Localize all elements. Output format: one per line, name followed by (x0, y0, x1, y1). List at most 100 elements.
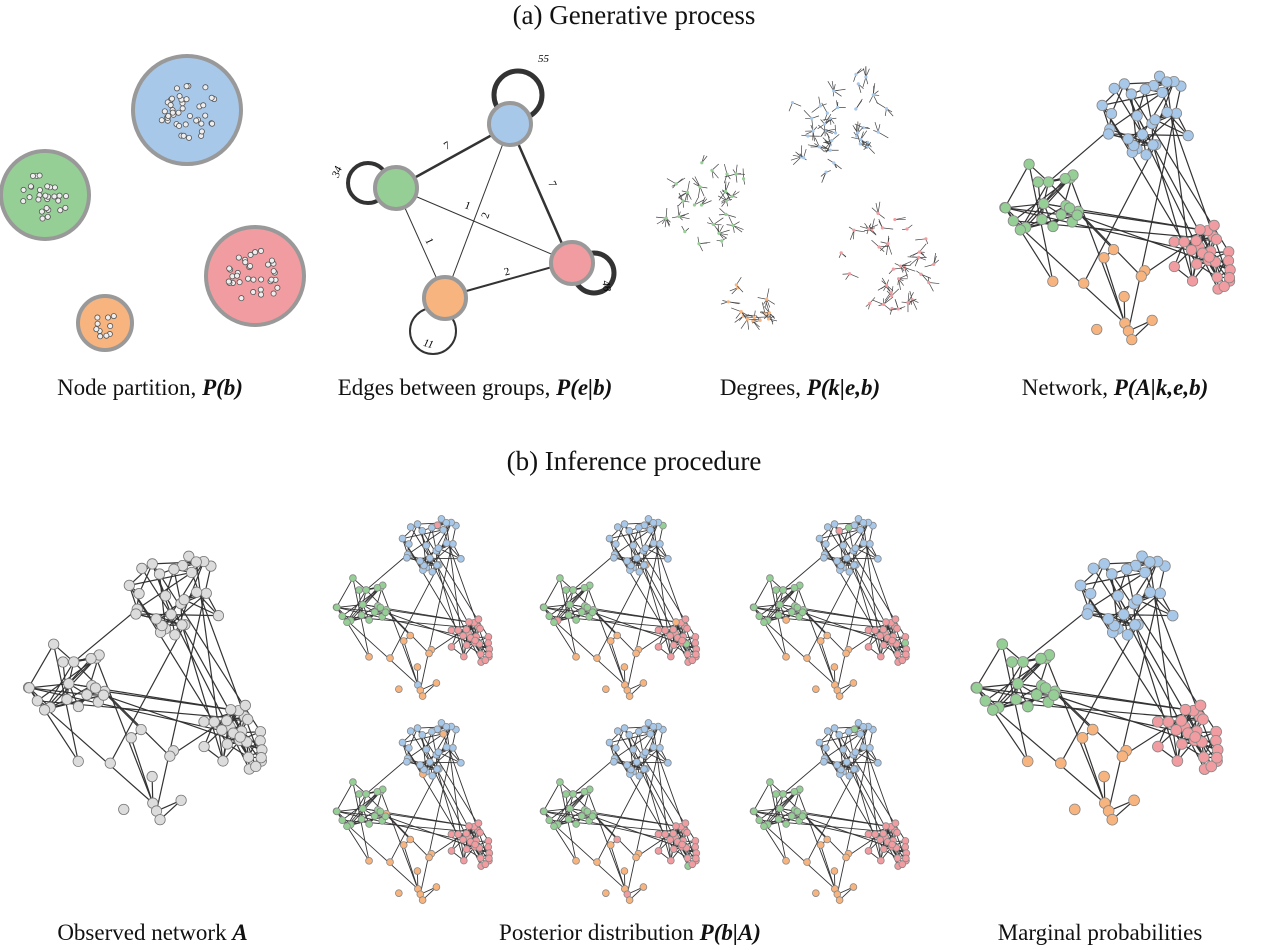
network-node (1105, 108, 1118, 120)
network-node (639, 679, 648, 687)
edge-blue-red (508, 124, 572, 263)
node-dot (731, 223, 735, 228)
network-node (1151, 715, 1164, 728)
half-edge (928, 282, 940, 284)
network-edge (1048, 128, 1111, 183)
node-dot (209, 120, 216, 127)
node-dot (881, 302, 886, 307)
network-node (1098, 770, 1110, 783)
network-node (1131, 110, 1143, 122)
network-node (1139, 83, 1151, 95)
network-edges (543, 518, 697, 697)
network-edge (572, 758, 615, 795)
network-edge (797, 791, 836, 890)
section-b-title: (b) Inference procedure (506, 446, 762, 476)
network-node (1118, 78, 1130, 90)
node-dot (56, 192, 63, 199)
network-node (646, 526, 655, 534)
network-node (418, 731, 427, 739)
network-node (406, 523, 415, 531)
node-dot (692, 203, 697, 207)
network-node (540, 807, 548, 816)
network-edge (820, 844, 836, 890)
network-node (432, 679, 441, 687)
network-node (843, 554, 851, 562)
network-node (254, 735, 266, 747)
node-dot (896, 307, 900, 311)
network-node (338, 816, 347, 824)
network-edge (610, 844, 626, 890)
network-node (882, 618, 890, 626)
network-node (1152, 740, 1164, 753)
network-node (987, 704, 999, 716)
network-node (484, 639, 493, 647)
network-node (176, 619, 188, 631)
network-node (38, 704, 51, 716)
network-node (169, 629, 181, 641)
half-edge (677, 205, 680, 217)
network-node (1198, 751, 1210, 764)
node-dot (830, 138, 834, 143)
network-node (433, 765, 441, 773)
network-edge (36, 700, 154, 804)
network-node (168, 563, 180, 575)
half-edge (921, 274, 930, 283)
network-node (1170, 107, 1183, 119)
network-node (471, 840, 479, 849)
node-dot (712, 222, 716, 227)
network-node (683, 828, 691, 837)
network-node (569, 586, 577, 594)
network-node (772, 586, 780, 594)
network-node (474, 615, 483, 623)
network-edge (436, 564, 465, 657)
network-node (1140, 149, 1152, 161)
node-dot (36, 187, 43, 194)
network-edge (797, 587, 836, 686)
node-dot (257, 286, 264, 293)
node-dot (726, 300, 730, 304)
node-dot (898, 264, 903, 268)
node-dot (852, 228, 856, 232)
network-node (849, 883, 858, 891)
self-loop-label-green: 34 (330, 164, 346, 180)
network-node (1175, 714, 1188, 727)
posterior-sample-3 (749, 515, 911, 700)
block-node-blue (487, 101, 533, 147)
network-node (428, 567, 437, 576)
network-node (422, 541, 431, 550)
network-node (569, 790, 577, 798)
half-edge (678, 213, 689, 217)
node-dot (107, 323, 114, 330)
network-node (540, 603, 548, 612)
node-dot (35, 196, 42, 203)
network-edge (152, 561, 197, 565)
network-node (577, 812, 586, 820)
node-dot (183, 96, 190, 103)
half-edge (882, 227, 894, 230)
half-edge (849, 230, 855, 241)
network-edge (380, 587, 419, 686)
node-dot (167, 102, 174, 109)
network-node (333, 603, 341, 612)
network-node (593, 858, 601, 866)
network-node (606, 637, 615, 645)
node-dot (806, 134, 810, 138)
network-edge (782, 758, 825, 795)
network-node (798, 812, 807, 821)
network-node (186, 566, 198, 579)
half-edge (736, 284, 744, 293)
network-node (399, 841, 408, 849)
network-edge (596, 768, 647, 863)
node-dot (818, 104, 822, 108)
node-dot (94, 320, 101, 327)
network-node (580, 787, 589, 796)
node-dot (234, 272, 241, 279)
network-edge (572, 554, 615, 591)
network-node (1022, 700, 1034, 713)
half-edge (862, 76, 867, 88)
network-node (572, 820, 580, 828)
network-node (426, 554, 434, 562)
node-dot (752, 315, 756, 320)
network-node (683, 854, 692, 862)
half-edge (900, 264, 911, 267)
